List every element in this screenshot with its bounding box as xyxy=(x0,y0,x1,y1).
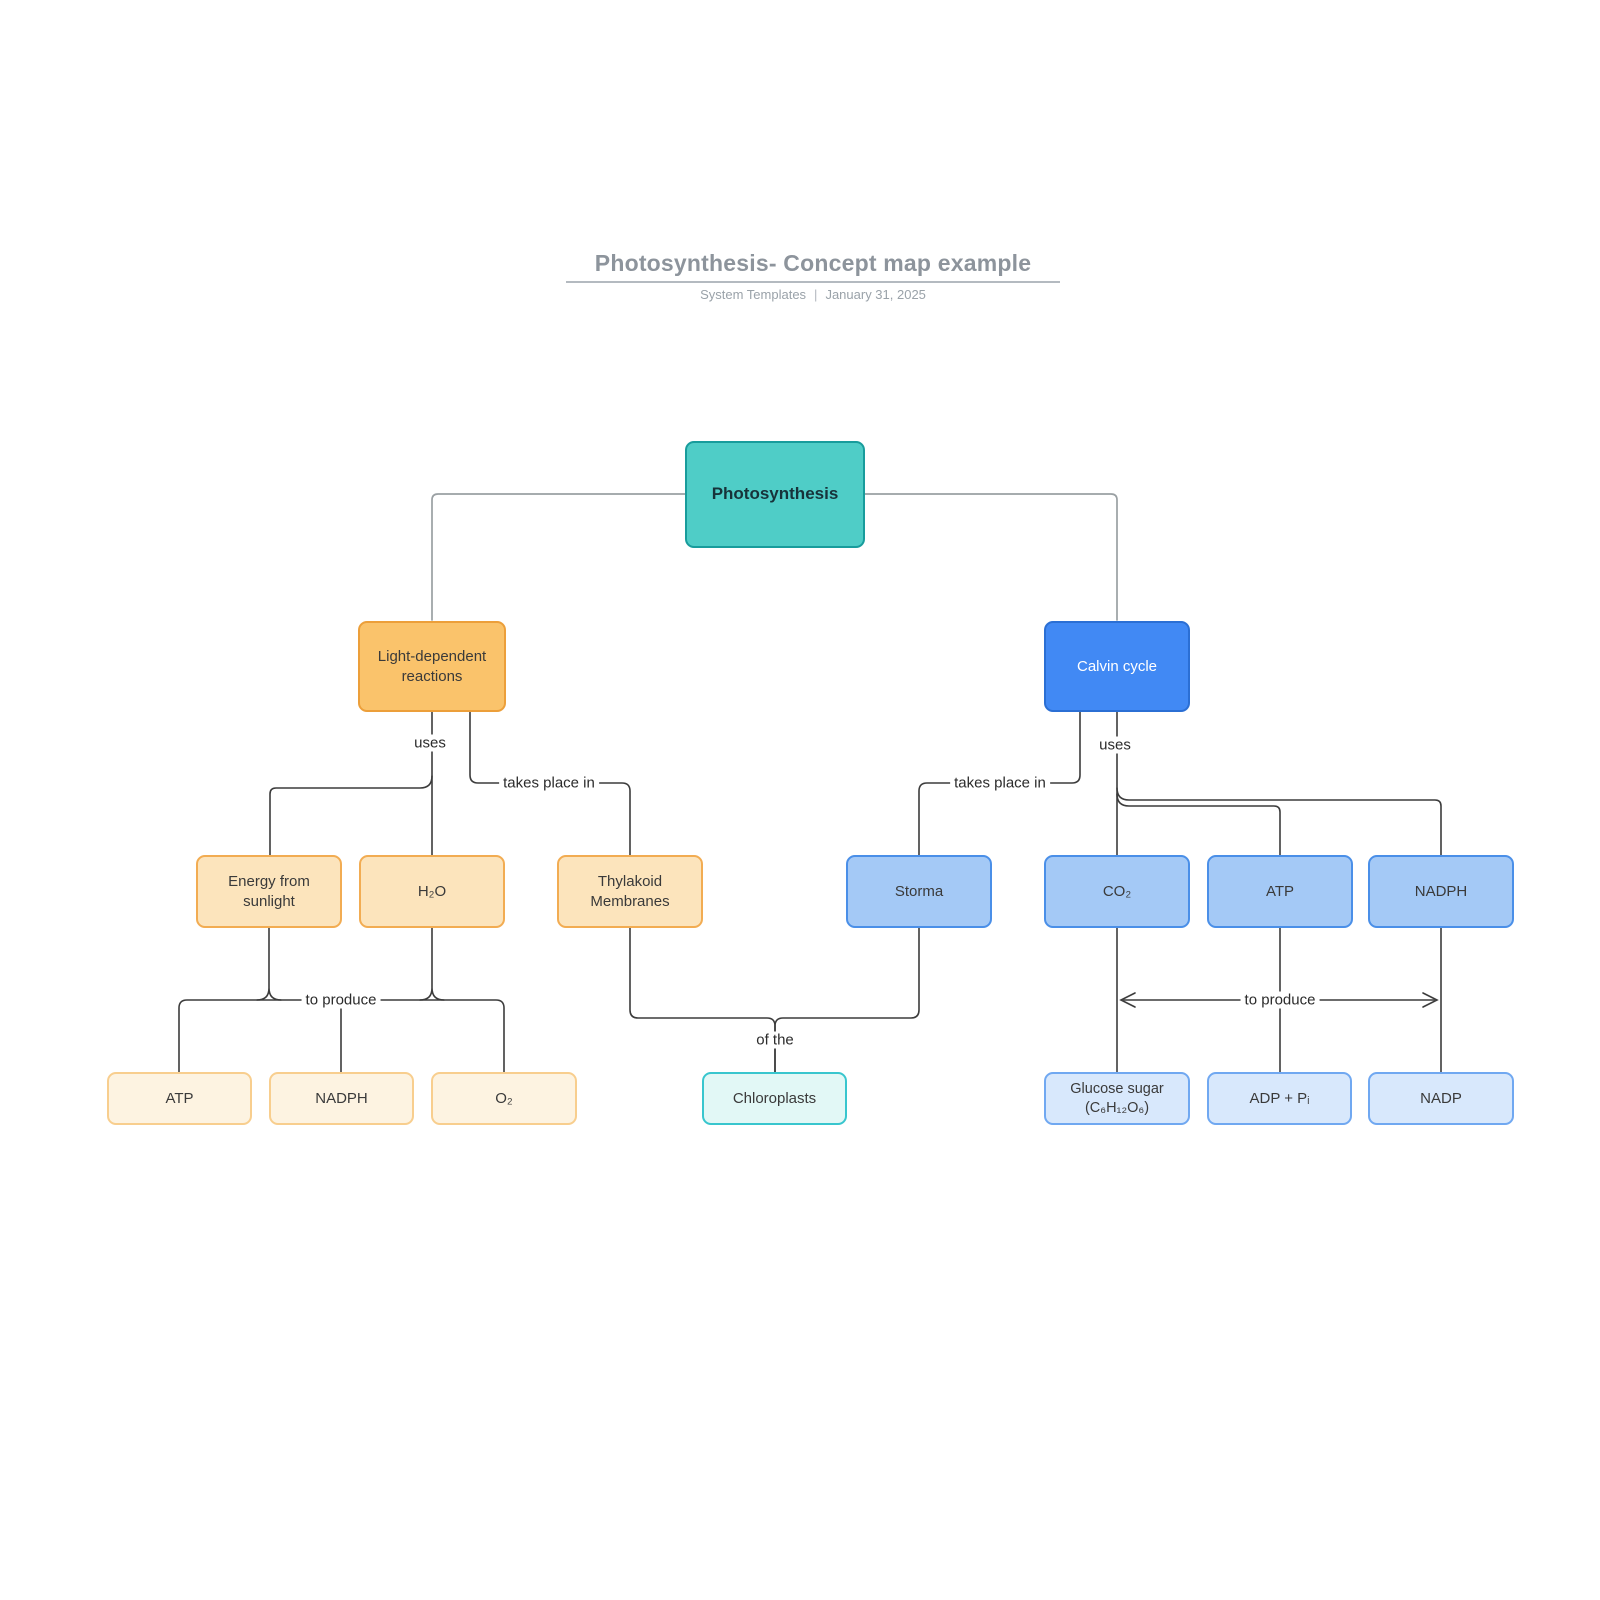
edge-uses-right-branch-nadph xyxy=(1116,787,1442,856)
node-nadp[interactable]: NADP xyxy=(1368,1072,1514,1125)
edge-storma-to-chloroplasts xyxy=(774,927,920,1073)
node-calvin-cycle-label: Calvin cycle xyxy=(1076,657,1158,675)
node-glucose-sugar-label: Glucose sugar (C₆H₁₂O₆) xyxy=(1070,1080,1164,1116)
node-glucose-sugar[interactable]: Glucose sugar (C₆H₁₂O₆) xyxy=(1044,1072,1190,1125)
node-adp-pi-label: ADP + Pᵢ xyxy=(1249,1089,1310,1107)
node-nadph-input-label: NADPH xyxy=(1414,882,1468,900)
node-calvin-cycle[interactable]: Calvin cycle xyxy=(1044,621,1190,712)
arrowhead-right xyxy=(1422,992,1439,1008)
node-atp-input[interactable]: ATP xyxy=(1207,855,1353,928)
edge-label-uses-right[interactable]: uses xyxy=(1095,736,1135,754)
node-atp-output[interactable]: ATP xyxy=(107,1072,252,1125)
node-o2-label: O₂ xyxy=(495,1089,513,1107)
node-atp-output-label: ATP xyxy=(165,1089,194,1107)
arrowhead-left xyxy=(1119,992,1136,1008)
node-adp-pi[interactable]: ADP + Pᵢ xyxy=(1207,1072,1352,1125)
node-h2o-label: H₂O xyxy=(417,882,447,900)
node-nadph-output-label: NADPH xyxy=(315,1089,368,1107)
node-chloroplasts[interactable]: Chloroplasts xyxy=(702,1072,847,1125)
node-nadph-input[interactable]: NADPH xyxy=(1368,855,1514,928)
node-nadph-output[interactable]: NADPH xyxy=(269,1072,414,1125)
node-atp-input-label: ATP xyxy=(1265,882,1295,900)
subtitle-separator: | xyxy=(814,287,818,302)
edge-energy-down xyxy=(256,927,282,1001)
edge-label-takes-place-in-right[interactable]: takes place in xyxy=(950,774,1050,792)
node-co2[interactable]: CO₂ xyxy=(1044,855,1190,928)
node-storma[interactable]: Storma xyxy=(846,855,992,928)
node-thylakoid-membranes-label: Thylakoid Membranes xyxy=(590,873,670,910)
page-title: Photosynthesis- Concept map example xyxy=(594,250,1032,276)
node-energy-from-sunlight-label: Energy from sunlight xyxy=(228,873,310,910)
node-co2-label: CO₂ xyxy=(1102,882,1132,900)
node-light-dependent-reactions-label: Light-dependent reactions xyxy=(377,648,487,685)
node-light-dependent-reactions[interactable]: Light-dependent reactions xyxy=(358,621,506,712)
edge-label-uses-left[interactable]: uses xyxy=(410,734,450,752)
edge-label-to-produce-left[interactable]: to produce xyxy=(301,991,381,1009)
edge-uses-left-branch xyxy=(269,775,433,856)
edge-root-to-calvin xyxy=(864,493,1118,621)
node-energy-from-sunlight[interactable]: Energy from sunlight xyxy=(196,855,342,928)
node-photosynthesis-label: Photosynthesis xyxy=(711,484,839,504)
node-nadp-label: NADP xyxy=(1420,1089,1462,1107)
author-label: System Templates xyxy=(700,287,807,302)
node-o2[interactable]: O₂ xyxy=(431,1072,577,1125)
edge-label-takes-place-in-left[interactable]: takes place in xyxy=(499,774,599,792)
edge-uses-right-branch-atp xyxy=(1116,793,1281,856)
edge-label-to-produce-right[interactable]: to produce xyxy=(1240,991,1320,1009)
title-underline xyxy=(566,281,1060,283)
edge-thylakoid-to-chloroplasts xyxy=(629,927,776,1073)
edge-root-to-light-reactions xyxy=(431,493,686,621)
page-subtitle: System Templates | January 31, 2025 xyxy=(700,287,926,302)
node-storma-label: Storma xyxy=(894,882,944,900)
node-h2o[interactable]: H₂O xyxy=(359,855,505,928)
node-photosynthesis[interactable]: Photosynthesis xyxy=(685,441,865,548)
edge-h2o-down xyxy=(419,927,445,1001)
node-chloroplasts-label: Chloroplasts xyxy=(732,1089,817,1107)
node-thylakoid-membranes[interactable]: Thylakoid Membranes xyxy=(557,855,703,928)
date-label: January 31, 2025 xyxy=(825,287,926,302)
edge-label-of-the[interactable]: of the xyxy=(752,1031,798,1049)
